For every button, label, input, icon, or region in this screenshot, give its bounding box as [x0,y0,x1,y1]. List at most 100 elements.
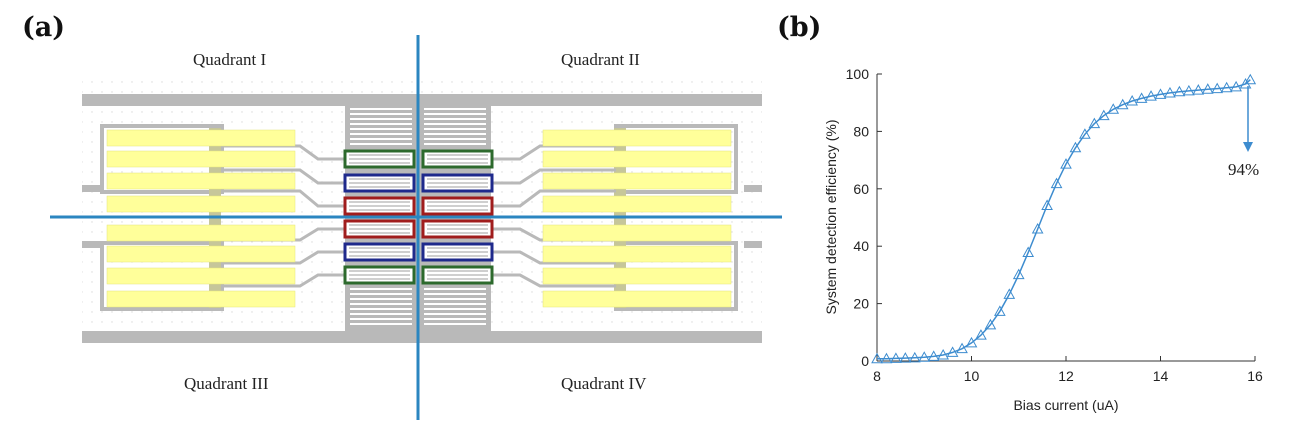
data-point [1211,82,1224,94]
meander-line [350,313,412,315]
detector-layout-diagram [50,35,782,420]
meander-line [350,303,412,305]
data-point [1079,128,1091,139]
meander-line [424,143,486,145]
data-point [1126,94,1138,106]
meander-line [350,123,412,125]
meander-line [424,123,486,125]
data-point [918,351,931,362]
data-point [1107,103,1120,114]
left-feed-line [222,189,345,208]
meander-line [424,308,486,310]
data-point [975,329,987,340]
meander-line [350,298,412,300]
y-tick-label: 40 [853,238,869,254]
data-point [1164,86,1176,98]
right-feed-line [493,250,616,265]
bottom-bar [82,331,762,343]
y-tick-label: 60 [853,181,869,197]
data-point [1244,73,1257,85]
nanowire-meanders [350,108,486,325]
right-feed-line [493,273,616,288]
y-tick-label: 0 [861,353,869,369]
y-tick-label: 100 [846,66,870,82]
data-point [965,336,978,348]
left-feed-line [222,168,345,185]
right-feed-line [493,168,616,185]
data-point [946,346,959,357]
annotation-arrowhead [1243,142,1253,152]
meander-line [424,113,486,115]
data-point [1116,98,1129,110]
left-pad [106,150,296,168]
y-tick-label: 80 [853,123,869,139]
x-tick-label: 12 [1058,368,1074,384]
data-point [994,305,1006,316]
data-point [1031,222,1044,234]
meander-line [424,133,486,135]
series-line [877,79,1251,360]
right-ribbon-bottom [744,241,762,248]
data-point [890,352,902,363]
data-point [1022,246,1035,258]
meander-line [424,108,486,110]
meander-line [350,323,412,325]
meander-line [424,118,486,120]
data-point [1060,158,1072,169]
data-point [1003,288,1016,299]
data-point [1154,88,1167,99]
left-pad [106,195,296,213]
quadrant-i-label: Quadrant I [193,50,267,69]
data-point [899,352,912,363]
right-pad [542,195,732,213]
meander-line [424,298,486,300]
right-pad [542,129,732,147]
chart-axes [876,74,1255,362]
right-ribbon-top [744,185,762,192]
left-pad [106,172,296,190]
data-point [1183,84,1195,96]
meander-line [350,133,412,135]
efficiency-annotation: 94% [1228,160,1259,179]
meander-line [424,138,486,140]
colored-pixels [343,149,494,285]
meander-line [350,108,412,110]
meander-line [424,288,486,290]
meander-line [350,128,412,130]
data-point [1012,268,1025,280]
panel-b-label: (b) [777,12,822,43]
meander-line [350,318,412,320]
meander-line [424,303,486,305]
quadrant-ii-label: Quadrant II [561,50,640,69]
left-ribbon-bottom [82,241,100,248]
data-point [1097,109,1110,121]
right-pad [542,290,732,308]
panel-a-label: (a) [22,12,66,43]
x-axis-label: Bias current (uA) [1013,397,1118,413]
data-point [927,350,940,361]
data-point [1220,81,1233,93]
contact-pads [106,129,732,308]
right-pad [542,245,732,263]
right-pad [542,224,732,242]
chart-series [871,73,1257,364]
x-tick-label: 14 [1153,368,1169,384]
data-point [880,352,893,364]
right-pad [542,150,732,168]
right-pad [542,267,732,285]
left-ribbon-top [82,185,100,192]
left-feed-line [222,273,345,288]
left-pad [106,245,296,263]
meander-line [350,118,412,120]
quadrant-iv-label: Quadrant IV [561,374,647,393]
meander-line [350,113,412,115]
data-point [1135,92,1148,103]
data-point [871,352,883,364]
data-point [1088,117,1101,129]
meander-line [424,293,486,295]
meander-line [424,323,486,325]
left-pad [106,129,296,147]
x-tick-label: 10 [964,368,980,384]
